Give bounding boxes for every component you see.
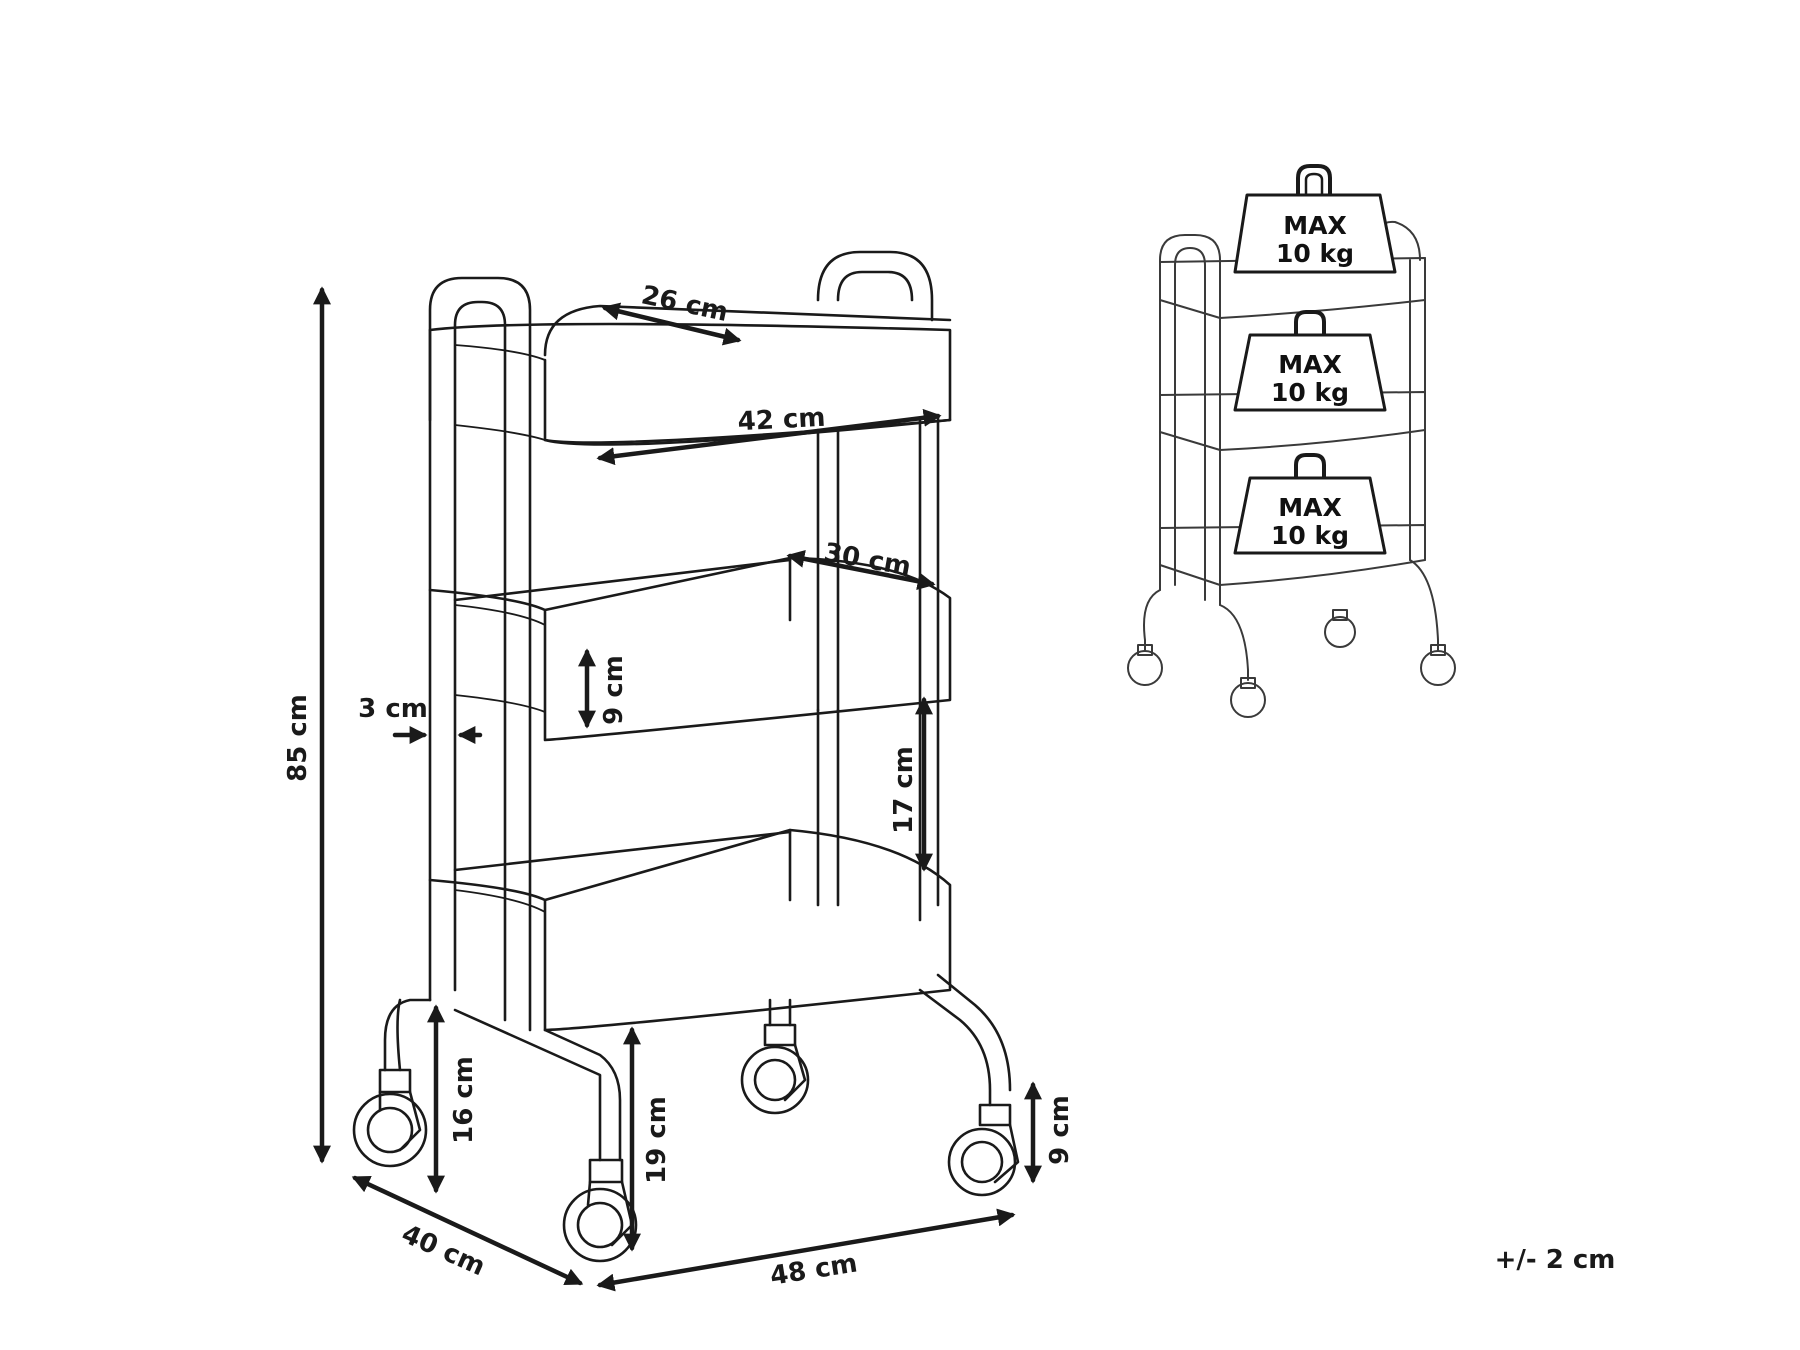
weight-bottom-line2: 10 kg (1271, 521, 1349, 550)
dimension-labels: 85 cm 3 cm 26 cm 42 cm 30 cm 9 cm 17 cm … (283, 280, 1075, 1291)
dim-arrow-overall-width (596, 1208, 1016, 1292)
label-total-height: 85 cm (283, 694, 313, 782)
weight-middle: MAX 10 kg (1233, 310, 1387, 412)
caster-front-right (562, 1158, 638, 1263)
dim-arrow-basket-width (596, 408, 942, 466)
label-leg-height: 16 cm (449, 1056, 479, 1144)
label-shelf-spacing: 17 cm (889, 746, 919, 834)
label-bottom-clearance: 19 cm (642, 1096, 672, 1184)
weight-bottom: MAX 10 kg (1233, 453, 1387, 555)
caster-back-left (740, 1023, 810, 1115)
weight-middle-line2: 10 kg (1271, 378, 1349, 407)
label-tube-width: 3 cm (358, 694, 428, 724)
label-basket-height: 9 cm (599, 655, 629, 725)
weight-top-line2: 10 kg (1276, 239, 1354, 268)
weight-top: MAX 10 kg (1233, 164, 1397, 274)
dim-arrow-overall-depth (351, 1175, 584, 1286)
label-overall-depth: 40 cm (397, 1219, 489, 1282)
dim-arrow-top-depth (601, 302, 742, 346)
dim-arrow-middle-depth (786, 549, 936, 591)
caster-back-right (947, 1103, 1020, 1197)
dimension-lines (313, 286, 1042, 1292)
label-basket-width: 42 cm (737, 403, 826, 438)
caster-front-left (352, 1068, 428, 1168)
weight-bottom-line1: MAX (1278, 493, 1342, 522)
label-middle-depth: 30 cm (822, 538, 914, 583)
weight-middle-line1: MAX (1278, 350, 1342, 379)
label-wheel-height: 9 cm (1045, 1095, 1075, 1165)
trolley-main-illustration (352, 250, 1020, 1263)
load-capacity-illustration: MAX 10 kg MAX 10 kg MAX 10 kg (1127, 164, 1456, 718)
tolerance-note: +/- 2 cm (1495, 1245, 1616, 1275)
weight-top-line1: MAX (1283, 211, 1347, 240)
